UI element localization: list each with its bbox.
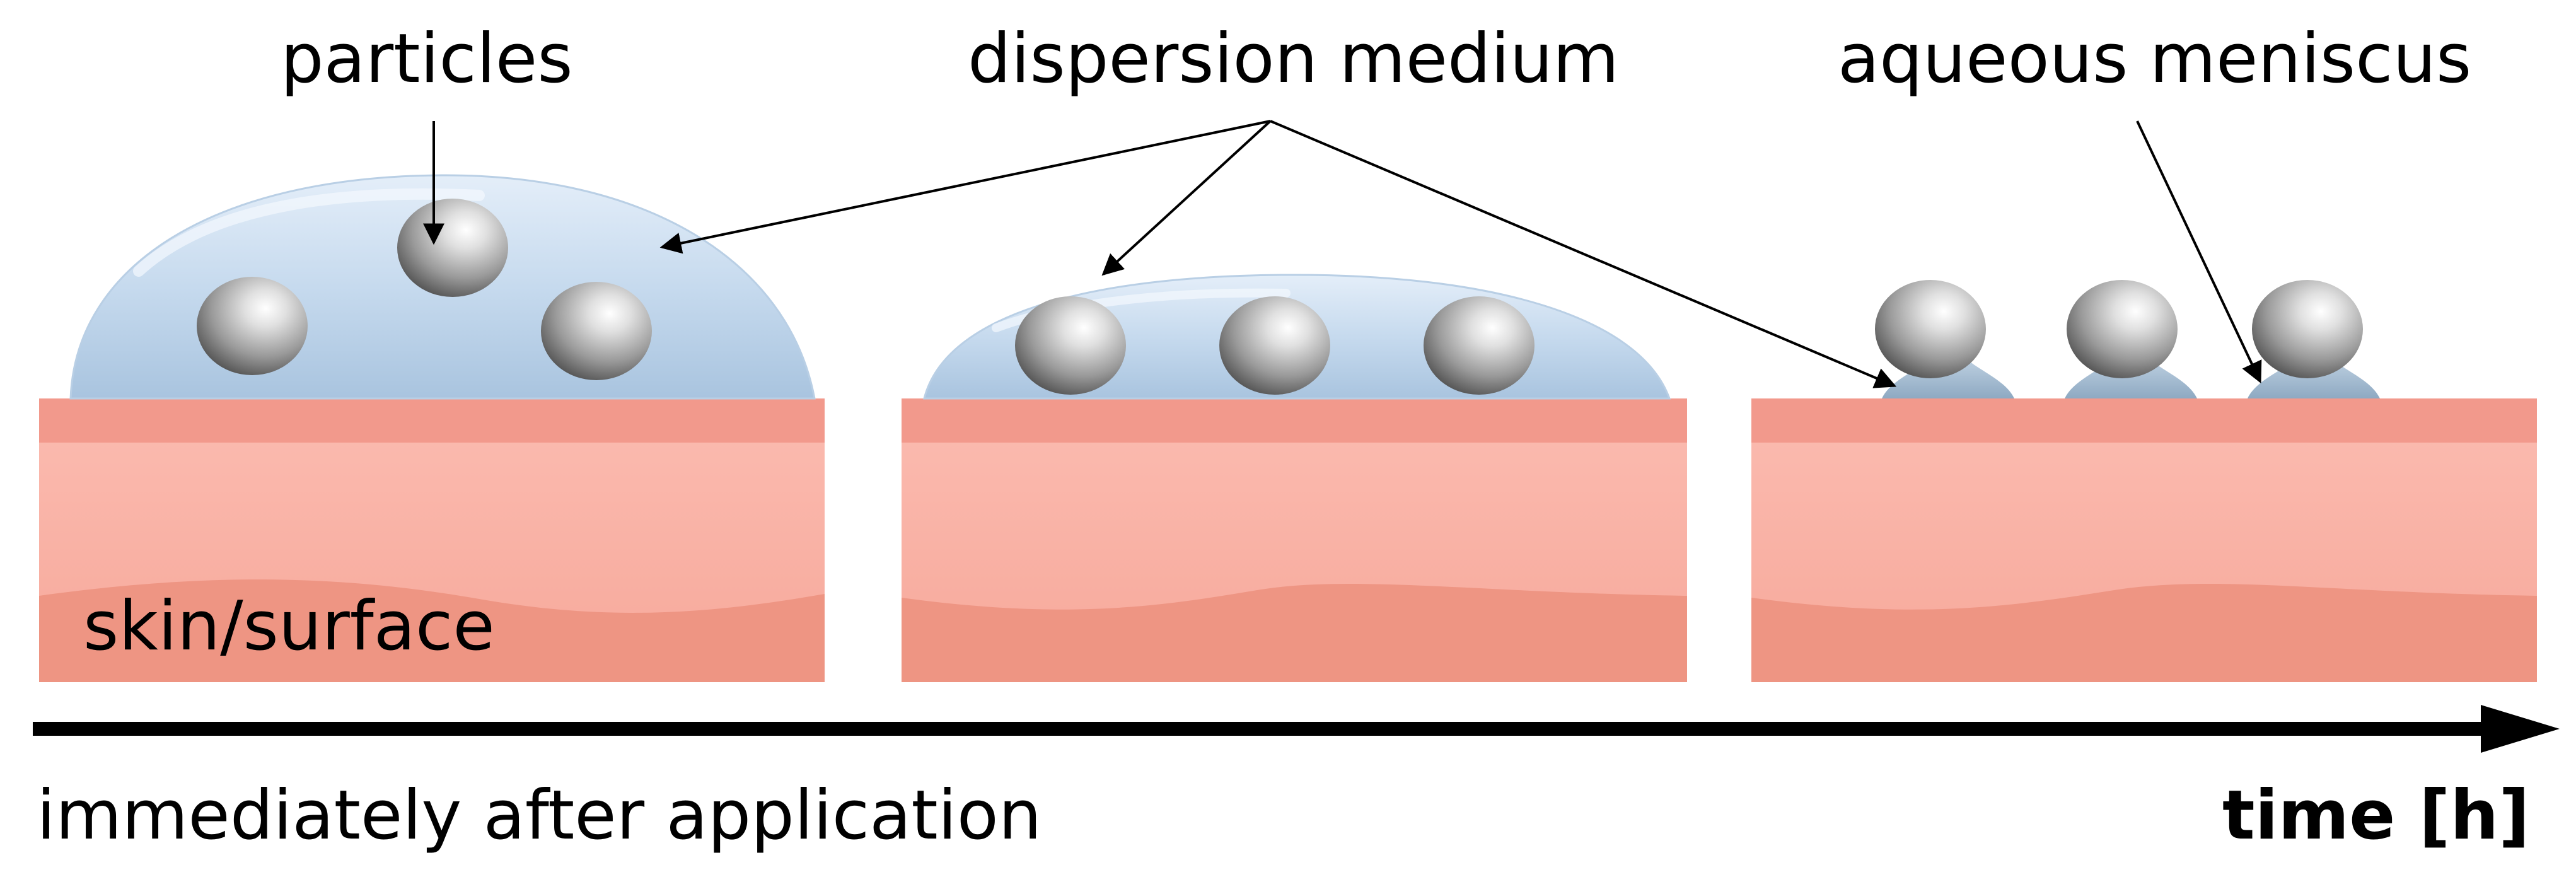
particles-stage-1 [197,199,652,380]
particle [541,282,652,380]
label-dispersion-medium: dispersion medium [968,20,1620,98]
skin-block-3 [1751,398,2537,682]
particle [197,277,308,375]
label-skin-surface: skin/surface [83,587,495,666]
particle [1424,296,1535,395]
particle [1875,280,1986,378]
arrow-dispersion-3 [1270,120,1897,388]
label-aqueous-meniscus: aqueous meniscus [1838,20,2472,98]
label-immediately-after-application: immediately after application [37,776,1042,855]
arrow-meniscus [2136,120,2262,384]
label-time: time [h] [2222,776,2530,855]
particle [2067,280,2178,378]
particle [1015,296,1126,395]
skin-block-1 [39,398,825,682]
arrow-dispersion-1 [659,120,1271,254]
particle [1219,296,1330,395]
particles-stage-2 [1015,296,1535,395]
label-particles: particles [281,20,573,98]
particles-stage-3 [1875,280,2363,378]
callout-arrows [423,120,2262,388]
skin-block-2 [902,398,1687,682]
particle [2252,280,2363,378]
arrow-dispersion-2 [1101,120,1272,276]
time-axis [33,705,2560,753]
particle [397,199,508,297]
